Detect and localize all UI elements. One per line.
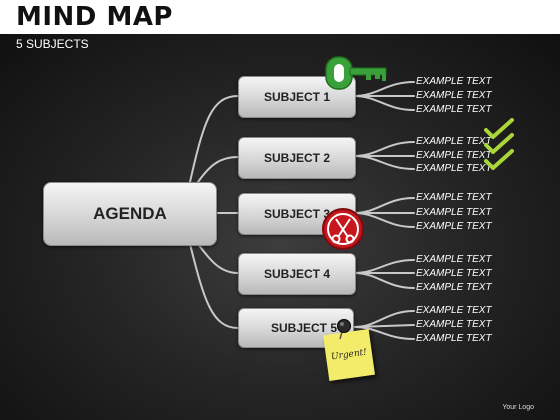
- subject-3-item-2: EXAMPLE TEXT: [416, 207, 492, 218]
- subject-3-item-3: EXAMPLE TEXT: [416, 221, 492, 232]
- checkmark-icon: [484, 149, 514, 170]
- header-bar: MIND MAP: [0, 0, 560, 34]
- subject-2-item-1: EXAMPLE TEXT: [416, 136, 492, 147]
- connector-s2-c: [353, 155, 415, 170]
- connector-s5-c: [353, 326, 415, 340]
- subject-4-item-2: EXAMPLE TEXT: [416, 268, 492, 279]
- sticky-note-text: Urgent!: [330, 347, 368, 363]
- subject-4-item-1: EXAMPLE TEXT: [416, 254, 492, 265]
- key-icon: [325, 56, 387, 90]
- connector-s2-a: [353, 141, 415, 157]
- pushpin-icon: [337, 319, 351, 340]
- connector-s1-c: [353, 95, 415, 111]
- subject-node-4: SUBJECT 4: [238, 253, 356, 295]
- subject-3-item-1: EXAMPLE TEXT: [416, 192, 492, 203]
- connector-agenda-subject-2: [197, 156, 239, 183]
- checkmark-icon: [484, 118, 514, 139]
- connector-s5-b: [353, 324, 415, 328]
- subject-4-item-3: EXAMPLE TEXT: [416, 282, 492, 293]
- page-title: MIND MAP: [16, 2, 173, 32]
- subject-node-2: SUBJECT 2: [238, 137, 356, 179]
- subject-5-item-1: EXAMPLE TEXT: [416, 305, 492, 316]
- subject-2-item-2: EXAMPLE TEXT: [416, 150, 492, 161]
- connector-s4-c: [353, 272, 415, 289]
- connector-s4-a: [353, 259, 415, 274]
- footer-logo: Your Logo: [502, 404, 534, 411]
- subject-5-item-2: EXAMPLE TEXT: [416, 319, 492, 330]
- connector-s3-c: [353, 212, 415, 228]
- checkmark-icon: [484, 133, 514, 154]
- scissors-icon: [322, 208, 364, 250]
- connector-agenda-subject-4: [197, 243, 239, 274]
- subject-1-item-3: EXAMPLE TEXT: [416, 104, 492, 115]
- agenda-node: AGENDA: [43, 182, 217, 246]
- connector-agenda-subject-5: [189, 243, 239, 329]
- subject-5-item-3: EXAMPLE TEXT: [416, 333, 492, 344]
- page-subtitle: 5 SUBJECTS: [16, 37, 89, 51]
- connector-agenda-subject-1: [189, 95, 239, 183]
- subject-1-item-2: EXAMPLE TEXT: [416, 90, 492, 101]
- subject-1-item-1: EXAMPLE TEXT: [416, 76, 492, 87]
- subject-2-item-3: EXAMPLE TEXT: [416, 163, 492, 174]
